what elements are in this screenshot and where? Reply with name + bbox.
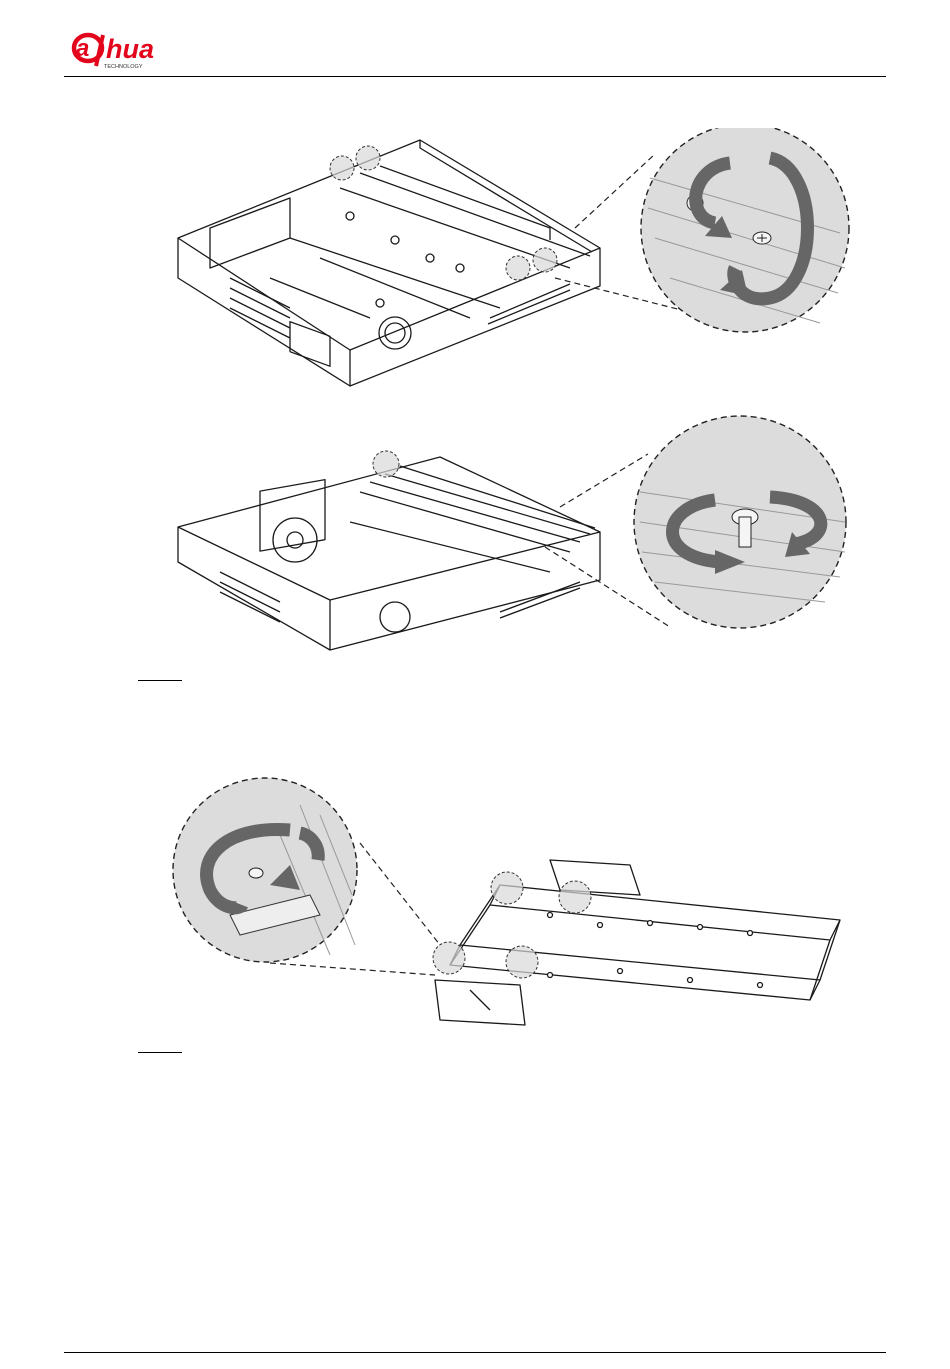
zoom-detail-screw [641,128,849,332]
figure-remove-hdd-bracket-screw [170,412,860,670]
svg-text:a: a [76,35,89,62]
screw-icon [753,232,771,244]
screw-location-markers [433,872,591,978]
logo-mark: a hua TECHNOLOGY [74,34,154,70]
screw-icon [249,868,263,878]
zoom-detail-screw [634,416,846,628]
step-1-underline [138,680,182,681]
zoom-detail-screw [173,778,357,962]
svg-text:TECHNOLOGY: TECHNOLOGY [104,64,143,70]
step-2-underline [138,1052,182,1053]
footer-rule [64,1352,886,1353]
figure-remove-chassis-screws [170,128,860,398]
screw-location-markers [330,146,557,280]
header-rule [64,76,886,77]
screw-location-markers [373,451,399,477]
figure-remove-bracket-side-screws [170,775,860,1035]
svg-text:hua: hua [106,34,154,64]
dahua-logo: a hua TECHNOLOGY [70,32,188,72]
chassis-body [178,457,600,600]
